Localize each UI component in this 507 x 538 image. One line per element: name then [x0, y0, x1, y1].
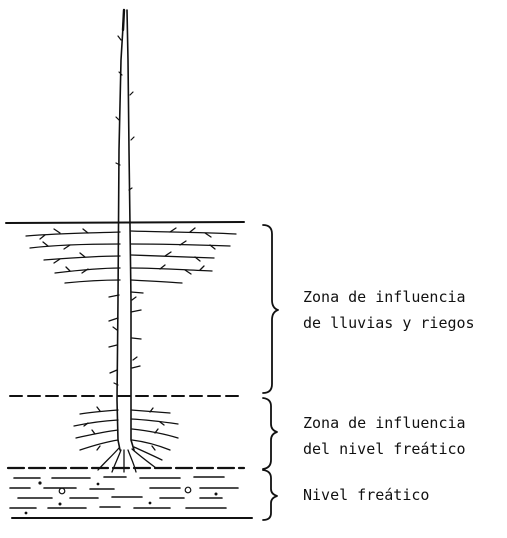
water-table-layer — [6, 466, 253, 519]
water-table-zone-label-line-2: del nivel freático — [303, 440, 466, 458]
water-table-zone-label-line-1: Zona de influencia — [303, 414, 466, 432]
shallow-roots — [25, 227, 237, 374]
rain-zone-label-line-2: de lluvias y riegos — [303, 314, 475, 332]
water-table-label: Nivel freático — [303, 482, 429, 508]
plant-stem — [116, 8, 135, 451]
rain-zone-label: Zona de influencia de lluvias y riegos — [303, 284, 475, 336]
rain-zone-bracket — [262, 224, 279, 394]
stem-bark-marks — [112, 35, 138, 386]
water-table-zone-bracket — [262, 397, 278, 470]
water-table-label-text: Nivel freático — [303, 486, 430, 504]
ground-surface-line — [5, 221, 245, 224]
water-table-bracket — [262, 469, 278, 521]
water-table-zone-label: Zona de influencia del nivel freático — [303, 410, 466, 462]
rain-zone-label-line-1: Zona de influencia — [303, 288, 466, 306]
deep-roots — [73, 406, 179, 473]
